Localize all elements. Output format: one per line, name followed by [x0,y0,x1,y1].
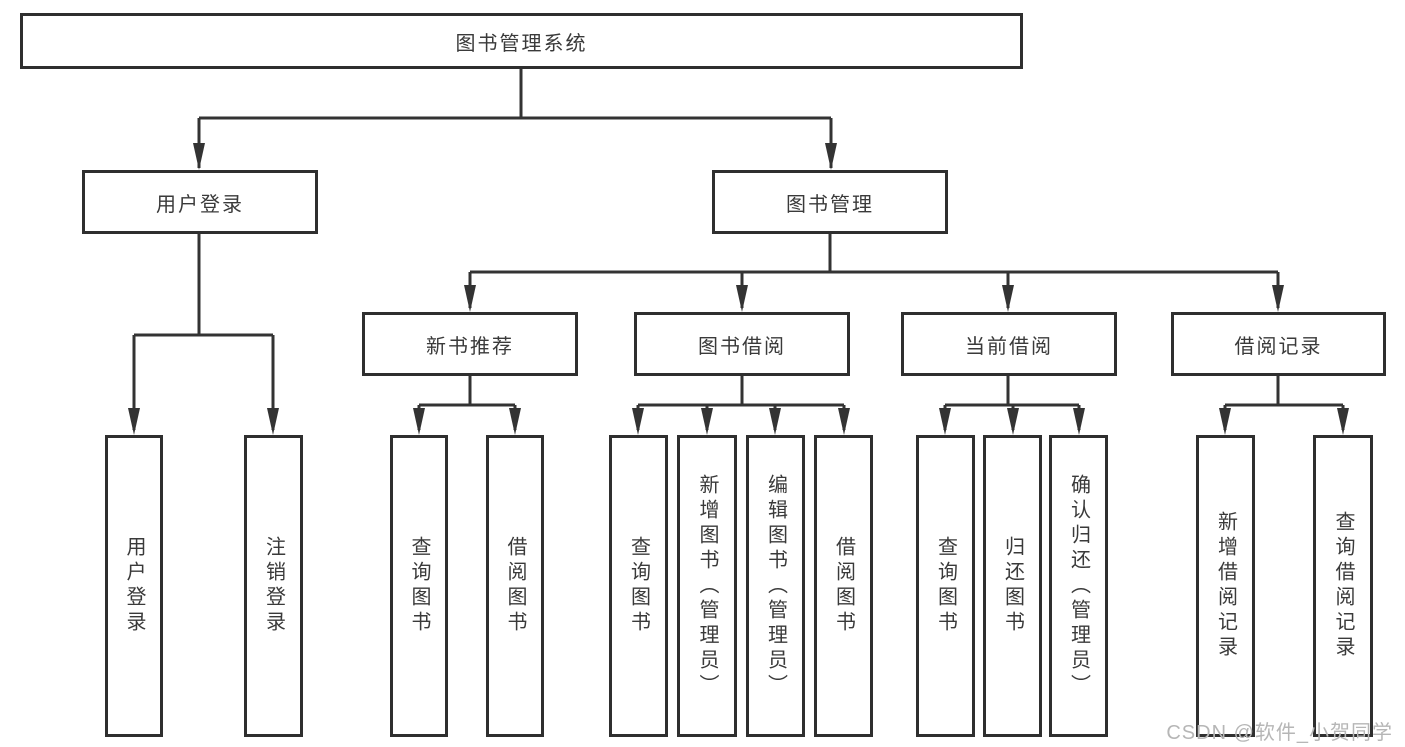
leaf-confirm-return-admin: 确认归还（管理员） [1049,435,1108,737]
leaf-user-login: 用户登录 [105,435,163,737]
node-library-management-system: 图书管理系统 [20,13,1023,69]
node-borrow-record: 借阅记录 [1171,312,1386,376]
node-book-management: 图书管理 [712,170,948,234]
node-book-borrow: 图书借阅 [634,312,850,376]
leaf-add-book-admin: 新增图书（管理员） [677,435,737,737]
leaf-add-borrow-record: 新增借阅记录 [1196,435,1255,737]
node-label: 归还图书 [1001,536,1024,636]
leaf-logout: 注销登录 [244,435,303,737]
node-label: 图书管理 [786,193,874,216]
node-label: 查询图书 [934,536,957,636]
leaf-edit-book-admin: 编辑图书（管理员） [746,435,805,737]
node-label: 当前借阅 [965,335,1053,358]
leaf-query-book-1: 查询图书 [390,435,448,737]
node-user-login: 用户登录 [82,170,318,234]
node-label: 查询图书 [627,536,650,636]
leaf-query-book-2: 查询图书 [609,435,668,737]
leaf-borrow-book-2: 借阅图书 [814,435,873,737]
leaf-query-book-3: 查询图书 [916,435,975,737]
leaf-return-book: 归还图书 [983,435,1042,737]
node-label: 图书管理系统 [455,32,588,55]
node-label: 编辑图书（管理员） [764,473,787,699]
node-label: 借阅记录 [1234,335,1323,358]
leaf-query-borrow-record: 查询借阅记录 [1313,435,1373,737]
leaf-borrow-book-1: 借阅图书 [486,435,544,737]
node-label: 用户登录 [156,193,244,216]
arrowhead-icons [128,143,1349,435]
node-label: 查询借阅记录 [1332,511,1354,661]
node-new-book-recommend: 新书推荐 [362,312,578,376]
node-label: 注销登录 [262,536,285,636]
node-label: 借阅图书 [832,536,855,636]
node-label: 借阅图书 [504,536,526,636]
node-label: 确认归还（管理员） [1067,473,1090,699]
csdn-watermark: CSDN @软件_小贺同学 [1166,722,1393,744]
node-label: 用户登录 [123,536,145,636]
node-label: 新书推荐 [426,335,514,358]
node-current-borrow: 当前借阅 [901,312,1117,376]
node-label: 新增借阅记录 [1214,511,1237,661]
node-label: 图书借阅 [698,335,786,358]
node-label: 新增图书（管理员） [696,473,718,699]
node-label: 查询图书 [408,536,430,636]
